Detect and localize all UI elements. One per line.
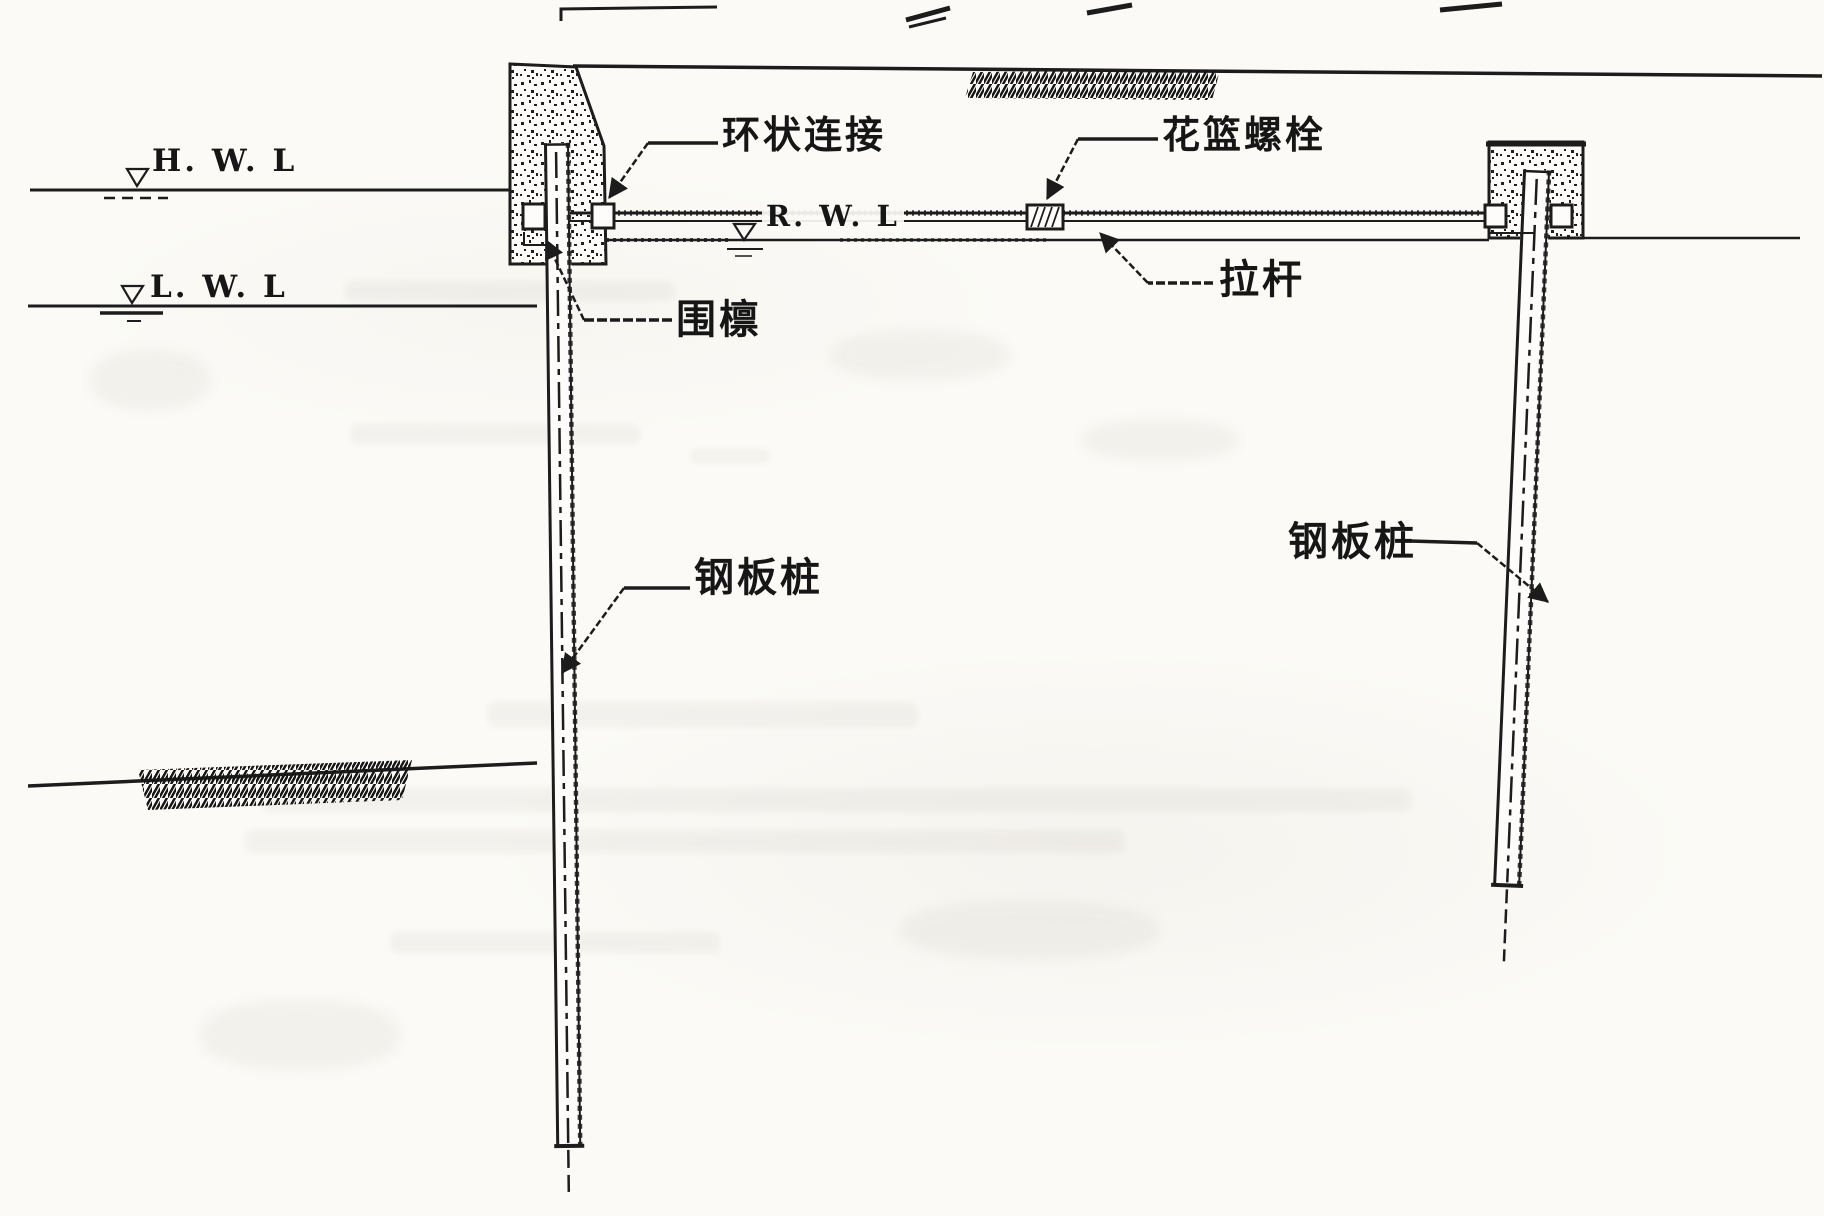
leader-sheet-pile-left [560,586,690,675]
hwl-label: H. W. L [152,143,298,179]
turnbuckle-body [1025,203,1065,231]
scan-smudge [900,900,1160,960]
scan-smudge [1080,420,1240,460]
left-sheet-pile [543,142,585,1192]
turnbuckle-label: 花篮螺栓 [1162,113,1327,157]
scan-ghost-band [345,281,675,301]
anchor-fittings [1483,203,1574,234]
waler-section [521,202,549,246]
leader-waler [544,238,672,322]
leader-sheet-pile-right [1409,539,1549,603]
leader-ring-connection [607,141,718,200]
ring-connection-fitting [590,202,616,230]
scan-ghost-band [690,449,770,463]
scan-smudge [200,1000,400,1070]
residual-water-line [606,236,1800,242]
seabed-hatch [138,760,412,810]
lwl-symbol [120,284,146,306]
low-water-line [28,304,537,322]
ring-connection-label: 环状连接 [722,113,887,157]
leader-tie-rod [1099,232,1213,285]
scan-artifact-top-marks [559,1,1503,29]
waler-label: 围檩 [676,297,762,343]
scan-ghost-band [245,830,1125,853]
sheet-pile-right-label: 钢板桩 [1288,519,1417,565]
rwl-label: R. W. L [762,202,904,231]
tie-rod-label: 拉杆 [1219,257,1305,303]
lwl-label: L. W. L [150,269,288,305]
leader-turnbuckle [1045,137,1158,201]
high-water-line [30,188,510,200]
scan-smudge [830,330,1010,380]
scan-ghost-band [262,788,1412,812]
rwl-symbol [727,222,763,257]
right-sheet-pile [1491,169,1552,962]
ground-hatch-top [965,70,1220,100]
hwl-symbol [125,167,151,189]
sheet-pile-left-label: 钢板桩 [694,555,823,601]
scan-smudge [90,350,210,410]
